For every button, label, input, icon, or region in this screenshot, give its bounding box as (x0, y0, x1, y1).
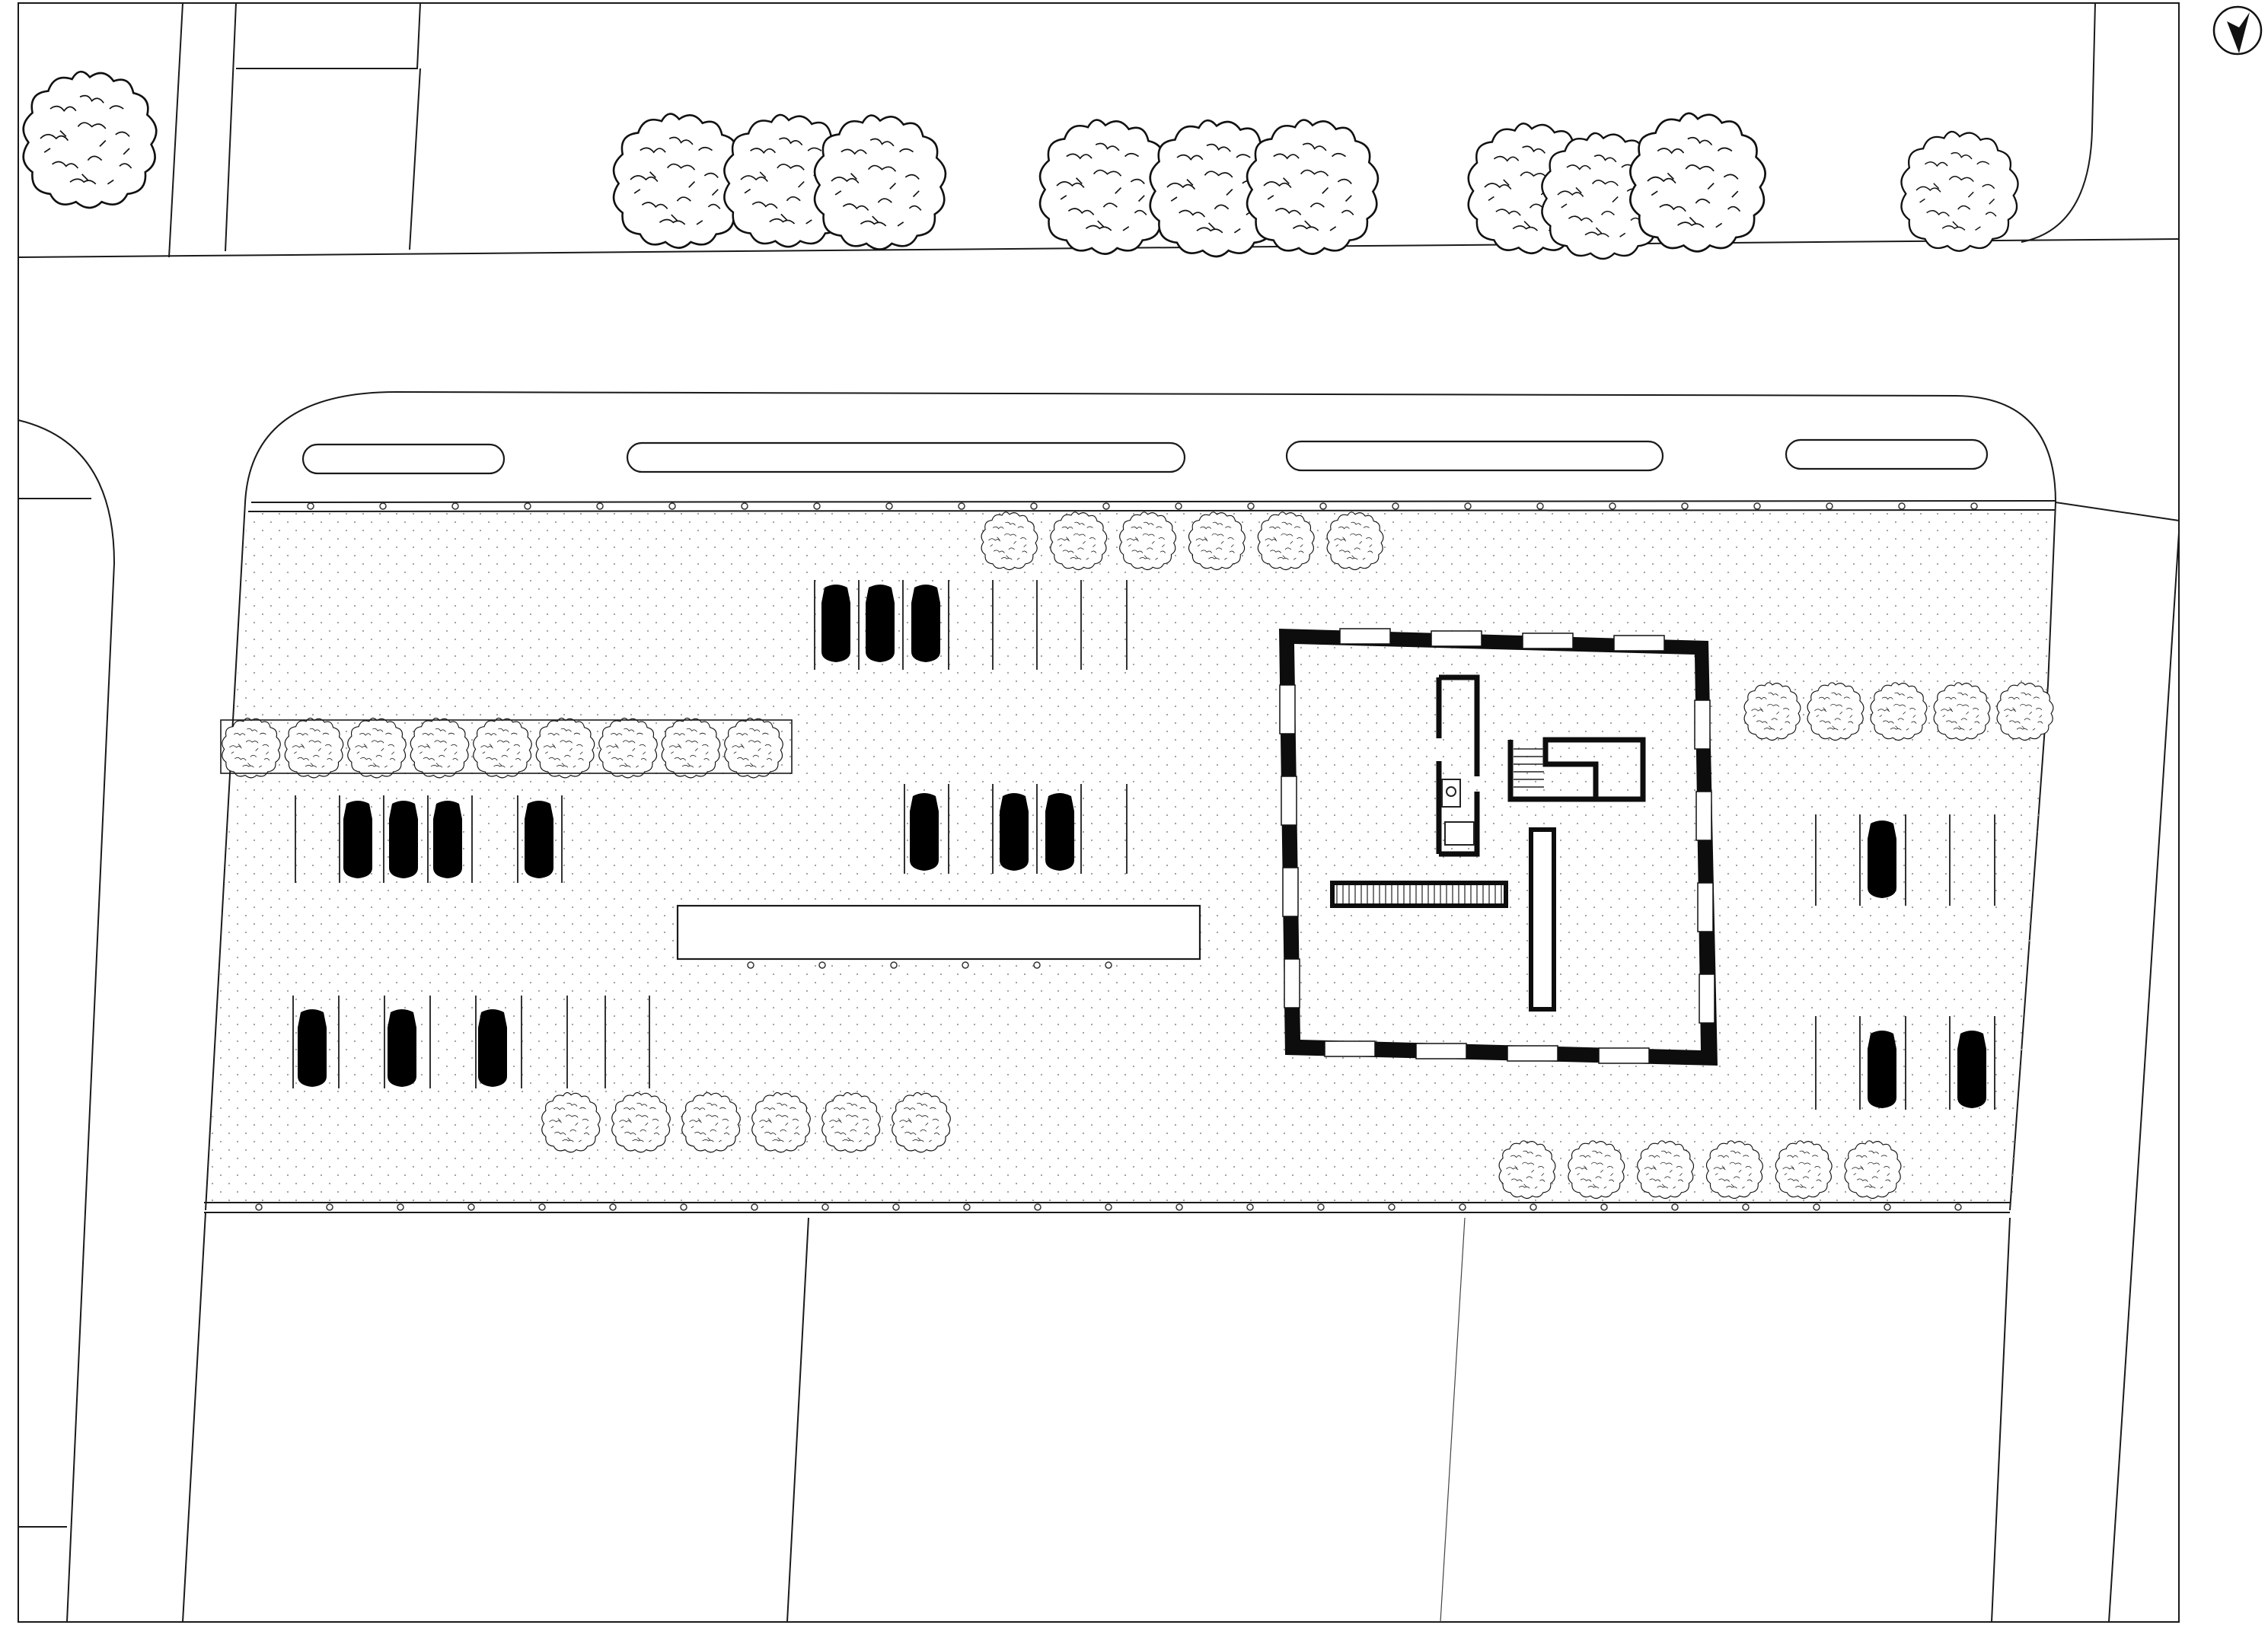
bollard (1247, 502, 1255, 510)
bollard (668, 502, 676, 510)
bollard (1742, 1203, 1750, 1211)
bollard (1033, 961, 1041, 969)
planter-bed (676, 904, 1201, 961)
bollard (1034, 1203, 1041, 1211)
bollard (1970, 502, 1978, 510)
east-street-edge (2108, 532, 2180, 1623)
plaza-boundary (205, 390, 2057, 1211)
car (478, 1009, 507, 1087)
bollard (1954, 1203, 1962, 1211)
bollard (892, 1203, 900, 1211)
bollard (958, 502, 965, 510)
bollard (1609, 502, 1616, 510)
bollard (1753, 502, 1761, 510)
car (343, 801, 372, 878)
car (866, 585, 895, 662)
car (910, 793, 939, 871)
bollard (1898, 502, 1906, 510)
bollard (890, 961, 898, 969)
car (1045, 793, 1074, 871)
bollard (962, 961, 969, 969)
bollard (451, 502, 459, 510)
tree (1246, 119, 1380, 255)
car (1868, 1031, 1896, 1108)
sheet-frame (18, 2, 2180, 1623)
bollard (1392, 502, 1399, 510)
bollard (1681, 502, 1689, 510)
car (1000, 793, 1029, 871)
bollard (467, 1203, 475, 1211)
bollard (1317, 1203, 1325, 1211)
car (389, 801, 418, 878)
tree (22, 70, 158, 209)
car (433, 801, 462, 878)
parking-stalls (292, 580, 1995, 1110)
bollard (963, 1203, 971, 1211)
bollard (1826, 502, 1833, 510)
bollard (1464, 502, 1472, 510)
bollard (1459, 1203, 1466, 1211)
car (298, 1009, 327, 1087)
bollards (255, 502, 1978, 1211)
bollard (1813, 1203, 1820, 1211)
bollard (307, 502, 314, 510)
west-street (18, 419, 116, 1623)
bollard (1102, 502, 1110, 510)
bollard (1319, 502, 1327, 510)
car (821, 585, 850, 662)
south-lots (182, 1212, 2011, 1623)
bollard (1536, 502, 1544, 510)
bollard (326, 1203, 333, 1211)
bollard (379, 502, 387, 510)
bollard (1105, 961, 1112, 969)
tree-bed (220, 719, 793, 774)
car (1868, 820, 1896, 898)
building-plan (1279, 628, 1718, 1066)
car (1957, 1031, 1986, 1108)
bollard (1600, 1203, 1608, 1211)
tree (1900, 130, 2019, 252)
bollard (821, 1203, 829, 1211)
bollard (255, 1203, 263, 1211)
bollard (818, 961, 826, 969)
bollard (1388, 1203, 1396, 1211)
tree (1629, 112, 1766, 253)
bollard (680, 1203, 687, 1211)
car (525, 801, 553, 878)
bollard (609, 1203, 617, 1211)
bollard (397, 1203, 404, 1211)
bollard (885, 502, 893, 510)
bollard (1030, 502, 1038, 510)
bollard (1530, 1203, 1537, 1211)
bollard (741, 502, 748, 510)
bollard (1671, 1203, 1679, 1211)
tree (1038, 119, 1172, 255)
bollard (538, 1203, 546, 1211)
median-islands (301, 438, 1989, 475)
paved-area (207, 506, 2054, 1203)
north-arrow-icon (2212, 5, 2263, 56)
tree (813, 114, 947, 250)
tree (612, 113, 746, 249)
bollard (1175, 1203, 1183, 1211)
bollard (813, 502, 821, 510)
bollard (1105, 1203, 1112, 1211)
trees (22, 70, 2054, 1200)
bollard (524, 502, 531, 510)
car (911, 585, 940, 662)
bollard (1175, 502, 1182, 510)
bollard (596, 502, 604, 510)
bollard (1884, 1203, 1891, 1211)
car (388, 1009, 416, 1087)
bollard (1246, 1203, 1254, 1211)
bollard (747, 961, 754, 969)
bollard (751, 1203, 758, 1211)
